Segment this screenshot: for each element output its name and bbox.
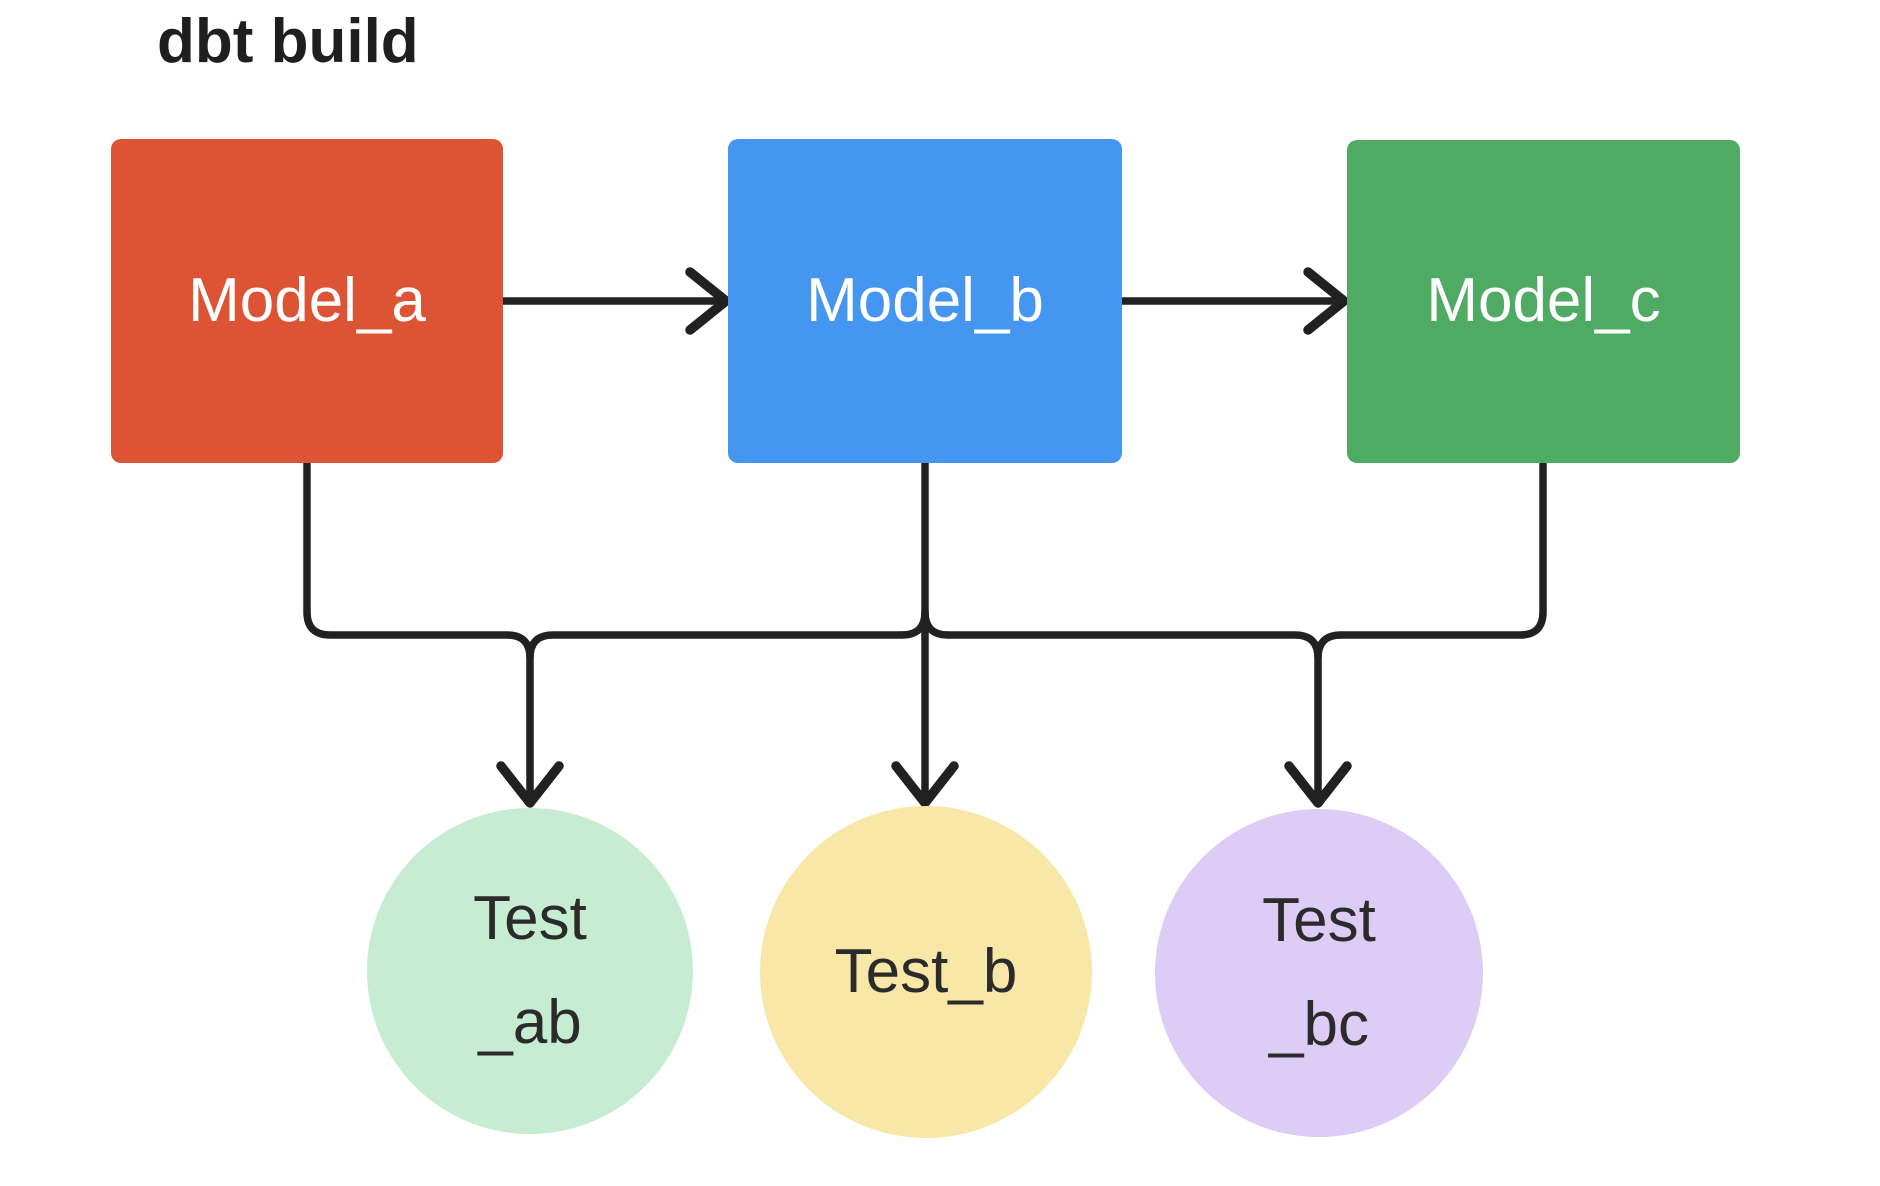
node-test-bc: Test _bc	[1155, 809, 1483, 1137]
connector-bus-segment-left	[526, 631, 906, 662]
node-test-ab-label-line1: Test	[473, 884, 587, 953]
node-test-bc-label-line2: _bc	[1269, 990, 1369, 1059]
node-model-a: Model_a	[111, 139, 503, 463]
arrowhead-down-icon	[891, 761, 959, 808]
node-test-ab: Test _ab	[367, 808, 693, 1134]
node-model-c-label: Model_c	[1426, 266, 1661, 336]
node-model-c: Model_c	[1347, 140, 1740, 463]
connector-bus-segment-right	[944, 631, 1322, 800]
node-test-bc-label-line1: Test	[1262, 886, 1376, 955]
connector-model-a-to-test-ab	[303, 459, 534, 800]
arrowhead-down-icon	[496, 761, 564, 808]
node-model-b: Model_b	[728, 139, 1122, 463]
node-test-b: Test_b	[760, 806, 1092, 1138]
connector-model-c-to-test-bc	[1314, 631, 1345, 662]
arrowhead-right-icon	[1303, 267, 1349, 335]
diagram-title: dbt build	[157, 7, 419, 76]
arrowhead-down-icon	[1284, 761, 1352, 808]
node-model-a-label: Model_a	[188, 265, 426, 335]
node-model-b-label: Model_b	[806, 265, 1044, 335]
connector-bus-to-model-c	[1337, 459, 1547, 639]
arrowhead-right-icon	[685, 267, 731, 335]
connector-fillet-b-right	[921, 608, 952, 639]
node-test-ab-label-line2: _ab	[478, 988, 582, 1057]
node-test-b-label: Test_b	[834, 937, 1018, 1006]
